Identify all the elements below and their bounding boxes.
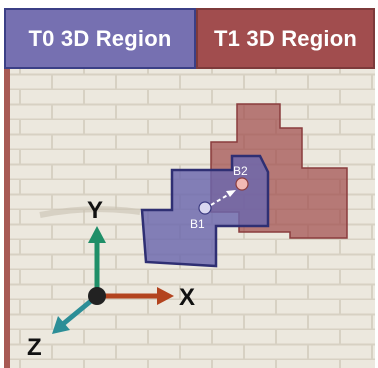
b2-point xyxy=(235,177,249,191)
t0-region-title: T0 3D Region xyxy=(28,25,172,51)
wall-shadow xyxy=(39,206,141,218)
axis-origin xyxy=(88,287,106,305)
z-axis-label: Z xyxy=(27,334,42,361)
b1-b2-arrowhead xyxy=(226,190,236,197)
b1-point xyxy=(198,201,212,215)
x-axis-arrowhead xyxy=(157,287,174,305)
b2-label: B2 xyxy=(233,164,248,178)
b1-label: B1 xyxy=(190,217,205,231)
t1-region-header: T1 3D Region xyxy=(196,8,375,69)
left-border-strip xyxy=(4,69,10,368)
b1-b2-arrow xyxy=(210,192,232,206)
z-axis-arrowhead xyxy=(52,316,70,334)
t1-region-title: T1 3D Region xyxy=(214,25,357,51)
x-axis-label: X xyxy=(179,284,195,311)
y-axis-arrowhead xyxy=(88,226,106,243)
t0-region-header: T0 3D Region xyxy=(4,8,196,69)
y-axis-label: Y xyxy=(87,197,103,224)
